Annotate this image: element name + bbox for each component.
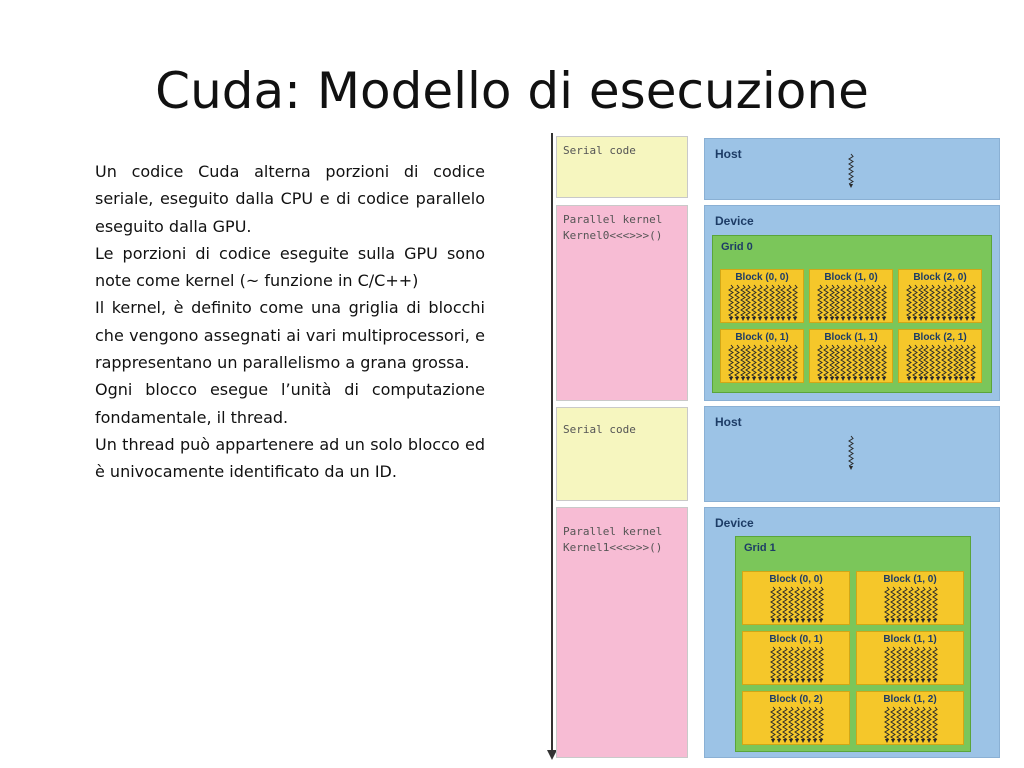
- block-label: Block (1, 1): [824, 332, 878, 343]
- lane-kernel-call: Kernel0<<<>>>(): [563, 229, 663, 242]
- block-label: Block (2, 0): [913, 272, 967, 283]
- timeline-arrow-icon: [547, 750, 557, 760]
- panel-label: Host: [715, 415, 742, 429]
- threads-icon: [884, 706, 938, 743]
- block-label: Block (1, 0): [824, 272, 878, 283]
- panel-device-2: Device Grid 1 Block (0, 0) Block (1, 0) Bl…: [704, 507, 1000, 758]
- slide-title: Cuda: Modello di esecuzione: [155, 62, 869, 120]
- block: Block (2, 0): [898, 269, 982, 323]
- threads-icon: [728, 284, 798, 321]
- lane-label: Serial code: [563, 144, 636, 157]
- lane-label: Serial code: [563, 423, 636, 436]
- panel-device-1: Device Grid 0 Block (0, 0) Block (1, 0) Bl…: [704, 205, 1000, 401]
- block: Block (0, 1): [720, 329, 804, 383]
- threads-icon: [817, 344, 887, 381]
- panel-host-2: Host: [704, 406, 1000, 502]
- timeline-axis: [551, 133, 553, 755]
- thread-squiggle-icon: [845, 153, 857, 194]
- block-label: Block (0, 2): [769, 694, 823, 705]
- block: Block (0, 1): [742, 631, 850, 685]
- block-label: Block (2, 1): [913, 332, 967, 343]
- lane-label: Parallel kernel: [563, 213, 663, 226]
- panel-label: Device: [715, 214, 754, 228]
- paragraph-thread-id: Un thread può appartenere ad un solo blo…: [95, 434, 485, 482]
- block: Block (1, 0): [856, 571, 964, 625]
- threads-icon: [906, 284, 976, 321]
- lane-kernel-call: Kernel1<<<>>>(): [563, 541, 663, 554]
- block-label: Block (0, 0): [769, 574, 823, 585]
- block: Block (0, 2): [742, 691, 850, 745]
- threads-icon: [728, 344, 798, 381]
- panel-label: Host: [715, 147, 742, 161]
- lane-serial-code-2: Serial code: [556, 407, 688, 501]
- threads-icon: [906, 344, 976, 381]
- paragraph-serial-parallel: Un codice Cuda alterna porzioni di codic…: [95, 162, 485, 236]
- threads-icon: [770, 646, 824, 683]
- grid-label: Grid 0: [721, 241, 753, 253]
- block: Block (0, 0): [720, 269, 804, 323]
- panel-host-1: Host: [704, 138, 1000, 200]
- block: Block (1, 2): [856, 691, 964, 745]
- block-label: Block (0, 1): [769, 634, 823, 645]
- grid-label: Grid 1: [744, 542, 776, 554]
- block-label: Block (0, 0): [735, 272, 789, 283]
- slide-body: Un codice Cuda alterna porzioni di codic…: [95, 158, 485, 486]
- threads-icon: [770, 586, 824, 623]
- block-label: Block (1, 0): [883, 574, 937, 585]
- lane-parallel-kernel-0: Parallel kernel Kernel0<<<>>>(): [556, 205, 688, 401]
- panel-label: Device: [715, 516, 754, 530]
- block-label: Block (1, 1): [883, 634, 937, 645]
- threads-icon: [884, 586, 938, 623]
- lane-serial-code-1: Serial code: [556, 136, 688, 198]
- grid-1: Grid 1 Block (0, 0) Block (1, 0) Block (0,…: [735, 536, 971, 752]
- block: Block (0, 0): [742, 571, 850, 625]
- lane-label: Parallel kernel: [563, 525, 663, 538]
- block: Block (1, 1): [809, 329, 893, 383]
- paragraph-kernel: Le porzioni di codice eseguite sulla GPU…: [95, 243, 485, 291]
- block: Block (2, 1): [898, 329, 982, 383]
- paragraph-thread: Ogni blocco esegue l’unità di computazio…: [95, 380, 485, 427]
- block-label: Block (1, 2): [883, 694, 937, 705]
- threads-icon: [817, 284, 887, 321]
- block-label: Block (0, 1): [735, 332, 789, 343]
- thread-squiggle-icon: [845, 435, 857, 476]
- lane-parallel-kernel-1: Parallel kernel Kernel1<<<>>>(): [556, 507, 688, 758]
- block: Block (1, 1): [856, 631, 964, 685]
- block: Block (1, 0): [809, 269, 893, 323]
- threads-icon: [884, 646, 938, 683]
- grid-0: Grid 0 Block (0, 0) Block (1, 0) Block (2,…: [712, 235, 992, 393]
- threads-icon: [770, 706, 824, 743]
- paragraph-grid-blocks: Il kernel, è definito come una griglia d…: [95, 298, 485, 373]
